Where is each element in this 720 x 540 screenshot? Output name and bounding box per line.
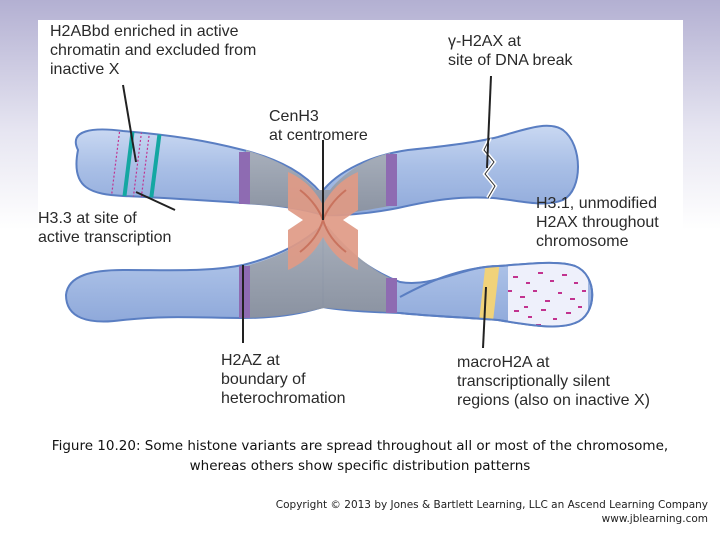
label-macroh2a: macroH2A at transcriptionally silent reg… bbox=[457, 354, 650, 409]
h2az-band-top-right bbox=[386, 154, 397, 206]
label-h2abbd: H2ABbd enriched in active chromatin and … bbox=[50, 23, 257, 78]
macroh2a-region bbox=[478, 262, 592, 327]
label-cenh3: CenH3 at centromere bbox=[269, 108, 368, 144]
label-h3-1: H3.1, unmodified H2AX throughout chromos… bbox=[536, 195, 659, 250]
h2az-band-bottom-left bbox=[239, 266, 250, 318]
figure-caption: Figure 10.20: Some histone variants are … bbox=[51, 438, 669, 474]
label-h3-3: H3.3 at site of active transcription bbox=[38, 210, 172, 246]
copyright-line: Copyright © 2013 by Jones & Bartlett Lea… bbox=[275, 499, 708, 511]
diagram-panel: H2ABbd enriched in active chromatin and … bbox=[38, 20, 683, 418]
label-gamma-h2ax: γ-H2AX at site of DNA break bbox=[448, 33, 573, 69]
pointer-lines bbox=[122, 75, 492, 349]
copyright-notice: Copyright © 2013 by Jones & Bartlett Lea… bbox=[276, 498, 708, 526]
chromosome-diagram bbox=[64, 75, 594, 349]
h2az-band-bottom-right bbox=[386, 278, 397, 313]
chromosome bbox=[64, 124, 594, 328]
label-h2az: H2AZ at boundary of heterochromation bbox=[221, 352, 346, 407]
h2az-band-top-left bbox=[239, 152, 250, 204]
copyright-url: www.jblearning.com bbox=[601, 513, 708, 525]
heterochromatin-bottom bbox=[246, 226, 390, 318]
